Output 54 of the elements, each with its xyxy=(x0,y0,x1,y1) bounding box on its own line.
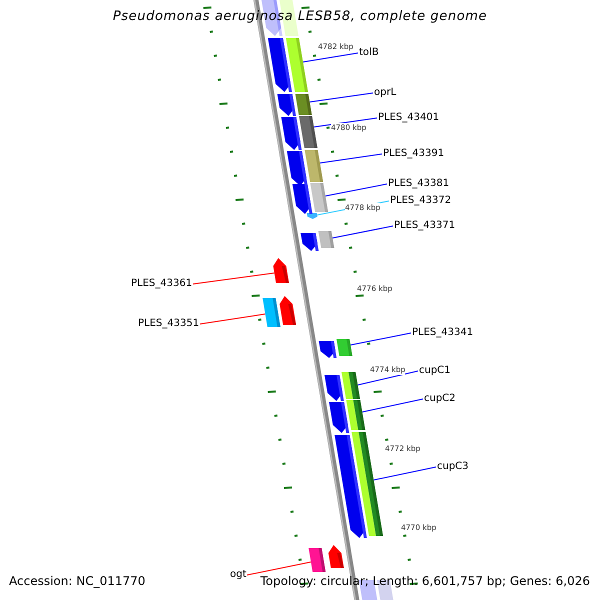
title: Pseudomonas aeruginosa LESB58, complete genome xyxy=(112,11,488,23)
gene-pentagon xyxy=(286,151,308,186)
leader-line xyxy=(200,314,266,324)
gene-label: PLES_43371 xyxy=(394,220,456,232)
gene-label: cupC3 xyxy=(437,461,469,473)
gene-label: PLES_43401 xyxy=(378,112,440,124)
info-text: Accession: NC_011770 xyxy=(9,575,146,587)
gene-bar xyxy=(342,372,360,399)
gene-bar xyxy=(318,231,334,248)
gene-pentagon xyxy=(328,545,344,568)
gene-label: oprL xyxy=(374,87,396,99)
gene-label: PLES_43351 xyxy=(138,318,200,330)
gene-bar xyxy=(346,400,366,430)
leader-line xyxy=(192,272,275,284)
gene-bar xyxy=(262,298,280,327)
gene-bar xyxy=(336,339,352,356)
leader-line xyxy=(309,92,374,102)
leader-line xyxy=(246,562,312,576)
gene-pentagon xyxy=(300,233,319,251)
info-text: Topology: circular; Length: 6,601,757 bp; Genes: 6,026 xyxy=(260,575,590,587)
leader-line xyxy=(357,370,418,386)
gene-label: PLES_43381 xyxy=(388,178,450,190)
gene-pentagon xyxy=(280,296,296,325)
leader-line xyxy=(313,118,378,128)
leader-line xyxy=(319,154,382,164)
gene-bar xyxy=(304,150,324,182)
leader-line xyxy=(324,184,388,196)
gene-bar xyxy=(295,94,312,115)
gene-pentagon xyxy=(281,117,302,150)
gene-label: PLES_43372 xyxy=(390,195,452,207)
gene-label: tolB xyxy=(359,47,379,59)
gene-label: PLES_43341 xyxy=(412,327,474,339)
gene-label: PLES_43391 xyxy=(383,148,444,160)
gene-bar xyxy=(310,183,328,212)
leader-line xyxy=(373,466,436,480)
gene-pentagon xyxy=(268,38,292,92)
gene-pentagon xyxy=(277,94,296,116)
gene-pentagon xyxy=(318,341,337,358)
leader-line xyxy=(332,226,394,238)
gene-label: ogt xyxy=(230,569,246,581)
gene-pentagon xyxy=(273,258,289,283)
gene-pentagon xyxy=(324,375,344,401)
leader-line xyxy=(350,332,412,346)
gene-label: cupC1 xyxy=(419,365,451,377)
gene-pentagon xyxy=(334,435,367,538)
gene-bar xyxy=(308,548,326,572)
leader-line xyxy=(362,398,424,412)
gene-pentagon xyxy=(329,402,350,433)
gene-triangle xyxy=(306,213,318,219)
gene-bar xyxy=(299,116,318,148)
gene-label: cupC2 xyxy=(424,393,456,405)
gene-label: PLES_43361 xyxy=(131,278,192,290)
leader-line xyxy=(302,52,358,62)
gene-pentagon xyxy=(292,184,312,214)
